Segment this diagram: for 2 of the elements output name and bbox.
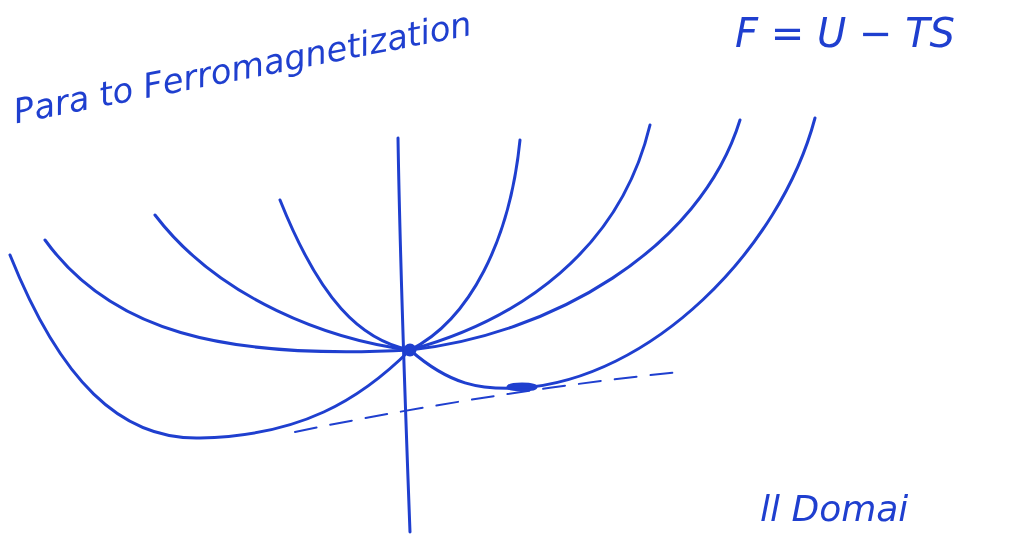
handwritten-label: ll Domai <box>760 488 909 529</box>
handwritten-label: F = U − TS <box>735 10 955 56</box>
